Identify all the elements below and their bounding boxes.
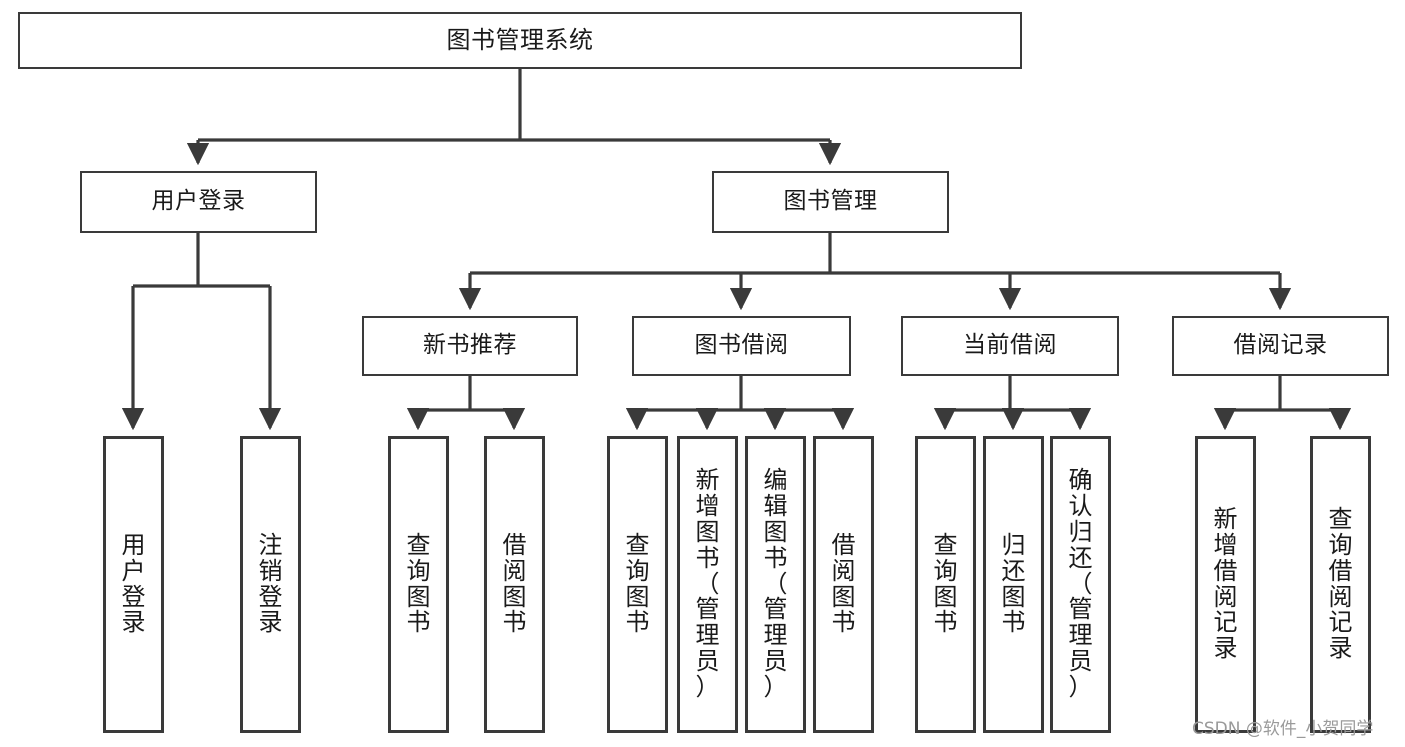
node-leaf-borrow-book-rec[interactable]: 借 阅 图 书	[484, 436, 545, 733]
node-label: 借 阅 图 书	[502, 530, 527, 637]
node-leaf-add-book-admin[interactable]: 新 增 图 书 （ 管 理 员 ）	[677, 436, 738, 733]
node-label: 归 还 图 书	[1001, 530, 1026, 637]
node-root-system[interactable]: 图书管理系统	[18, 12, 1022, 69]
node-leaf-edit-book-admin[interactable]: 编 辑 图 书 （ 管 理 员 ）	[745, 436, 806, 733]
node-label: 编 辑 图 书 （ 管 理 员 ）	[763, 465, 788, 702]
node-leaf-user-login[interactable]: 用 户 登 录	[103, 436, 164, 733]
node-book-borrow[interactable]: 图书借阅	[632, 316, 851, 376]
node-label: 查 询 图 书	[406, 530, 431, 637]
node-book-management[interactable]: 图书管理	[712, 171, 949, 233]
node-label: 图书管理	[783, 188, 878, 215]
node-new-book-recommendation[interactable]: 新书推荐	[362, 316, 578, 376]
node-label: 新 增 借 阅 记 录	[1213, 504, 1238, 663]
node-leaf-add-borrow-record[interactable]: 新 增 借 阅 记 录	[1195, 436, 1256, 733]
node-borrow-record[interactable]: 借阅记录	[1172, 316, 1389, 376]
node-user-login[interactable]: 用户登录	[80, 171, 317, 233]
node-label: 借阅记录	[1233, 332, 1328, 359]
node-label: 图书借阅	[694, 332, 789, 359]
node-leaf-query-borrow-record[interactable]: 查 询 借 阅 记 录	[1310, 436, 1371, 733]
node-leaf-borrow-book[interactable]: 借 阅 图 书	[813, 436, 874, 733]
node-leaf-query-book-rec[interactable]: 查 询 图 书	[388, 436, 449, 733]
node-label: 查 询 借 阅 记 录	[1328, 504, 1353, 663]
node-label: 查 询 图 书	[933, 530, 958, 637]
node-leaf-query-book-borrow[interactable]: 查 询 图 书	[607, 436, 668, 733]
node-leaf-query-book-current[interactable]: 查 询 图 书	[915, 436, 976, 733]
node-label: 新书推荐	[423, 332, 517, 359]
node-label: 用 户 登 录	[121, 530, 146, 637]
node-label: 借 阅 图 书	[831, 530, 856, 637]
node-leaf-return-book[interactable]: 归 还 图 书	[983, 436, 1044, 733]
node-label: 查 询 图 书	[625, 530, 650, 637]
node-label: 注 销 登 录	[258, 530, 283, 637]
node-leaf-confirm-return-admin[interactable]: 确 认 归 还 （ 管 理 员 ）	[1050, 436, 1111, 733]
node-label: 用户登录	[151, 188, 246, 215]
node-label: 图书管理系统	[446, 26, 594, 55]
node-label: 确 认 归 还 （ 管 理 员 ）	[1068, 465, 1093, 702]
watermark: CSDN @软件_小贺同学	[1192, 719, 1374, 739]
node-leaf-logout[interactable]: 注 销 登 录	[240, 436, 301, 733]
node-label: 新 增 图 书 （ 管 理 员 ）	[695, 465, 720, 702]
node-current-borrow[interactable]: 当前借阅	[901, 316, 1119, 376]
node-label: 当前借阅	[963, 332, 1057, 359]
